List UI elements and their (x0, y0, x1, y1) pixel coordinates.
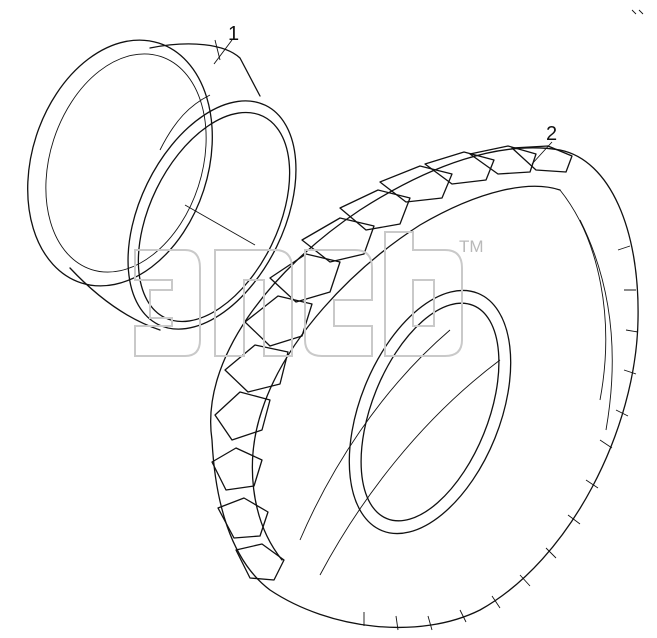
corner-mark (631, 9, 644, 15)
callout-label-1: 1 (228, 23, 239, 45)
watermark-trademark: TM (459, 237, 484, 256)
tire (210, 145, 639, 631)
callout-1: 1 (213, 23, 239, 65)
callout-label-2: 2 (546, 123, 557, 145)
callout-2: 2 (531, 123, 557, 165)
wheel-rim (27, 39, 297, 331)
watermark-logo: TM (134, 231, 484, 357)
